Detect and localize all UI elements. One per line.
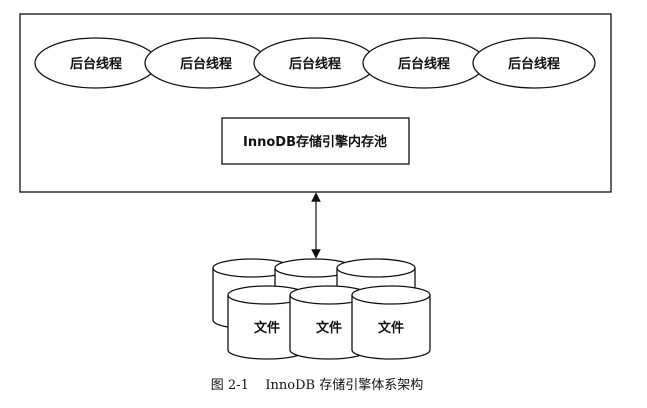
file-label: 文件 [378, 320, 404, 336]
file-cylinder: 文件 [289, 285, 369, 360]
thread-label: 后台线程 [398, 56, 450, 72]
thread-label: 后台线程 [508, 56, 560, 72]
file-cylinder: 文件 [227, 285, 307, 360]
thread-ellipse: 后台线程 [362, 37, 486, 89]
memory-pool-box [221, 117, 410, 165]
instance-box [19, 13, 612, 193]
file-label: 文件 [254, 320, 280, 336]
memory-pool-label: InnoDB存储引擎内存池 [243, 134, 387, 150]
thread-ellipse: 后台线程 [144, 37, 268, 89]
thread-ellipse: 后台线程 [34, 37, 158, 89]
thread-ellipse: 后台线程 [472, 37, 596, 89]
thread-label: 后台线程 [70, 56, 122, 72]
file-cylinder: 文件 [351, 285, 431, 360]
thread-ellipse: 后台线程 [253, 37, 377, 89]
thread-label: 后台线程 [289, 56, 341, 72]
thread-label: 后台线程 [180, 56, 232, 72]
figure-caption: 图 2-1 InnoDB 存储引擎体系架构 [211, 378, 423, 393]
file-label: 文件 [316, 320, 342, 336]
